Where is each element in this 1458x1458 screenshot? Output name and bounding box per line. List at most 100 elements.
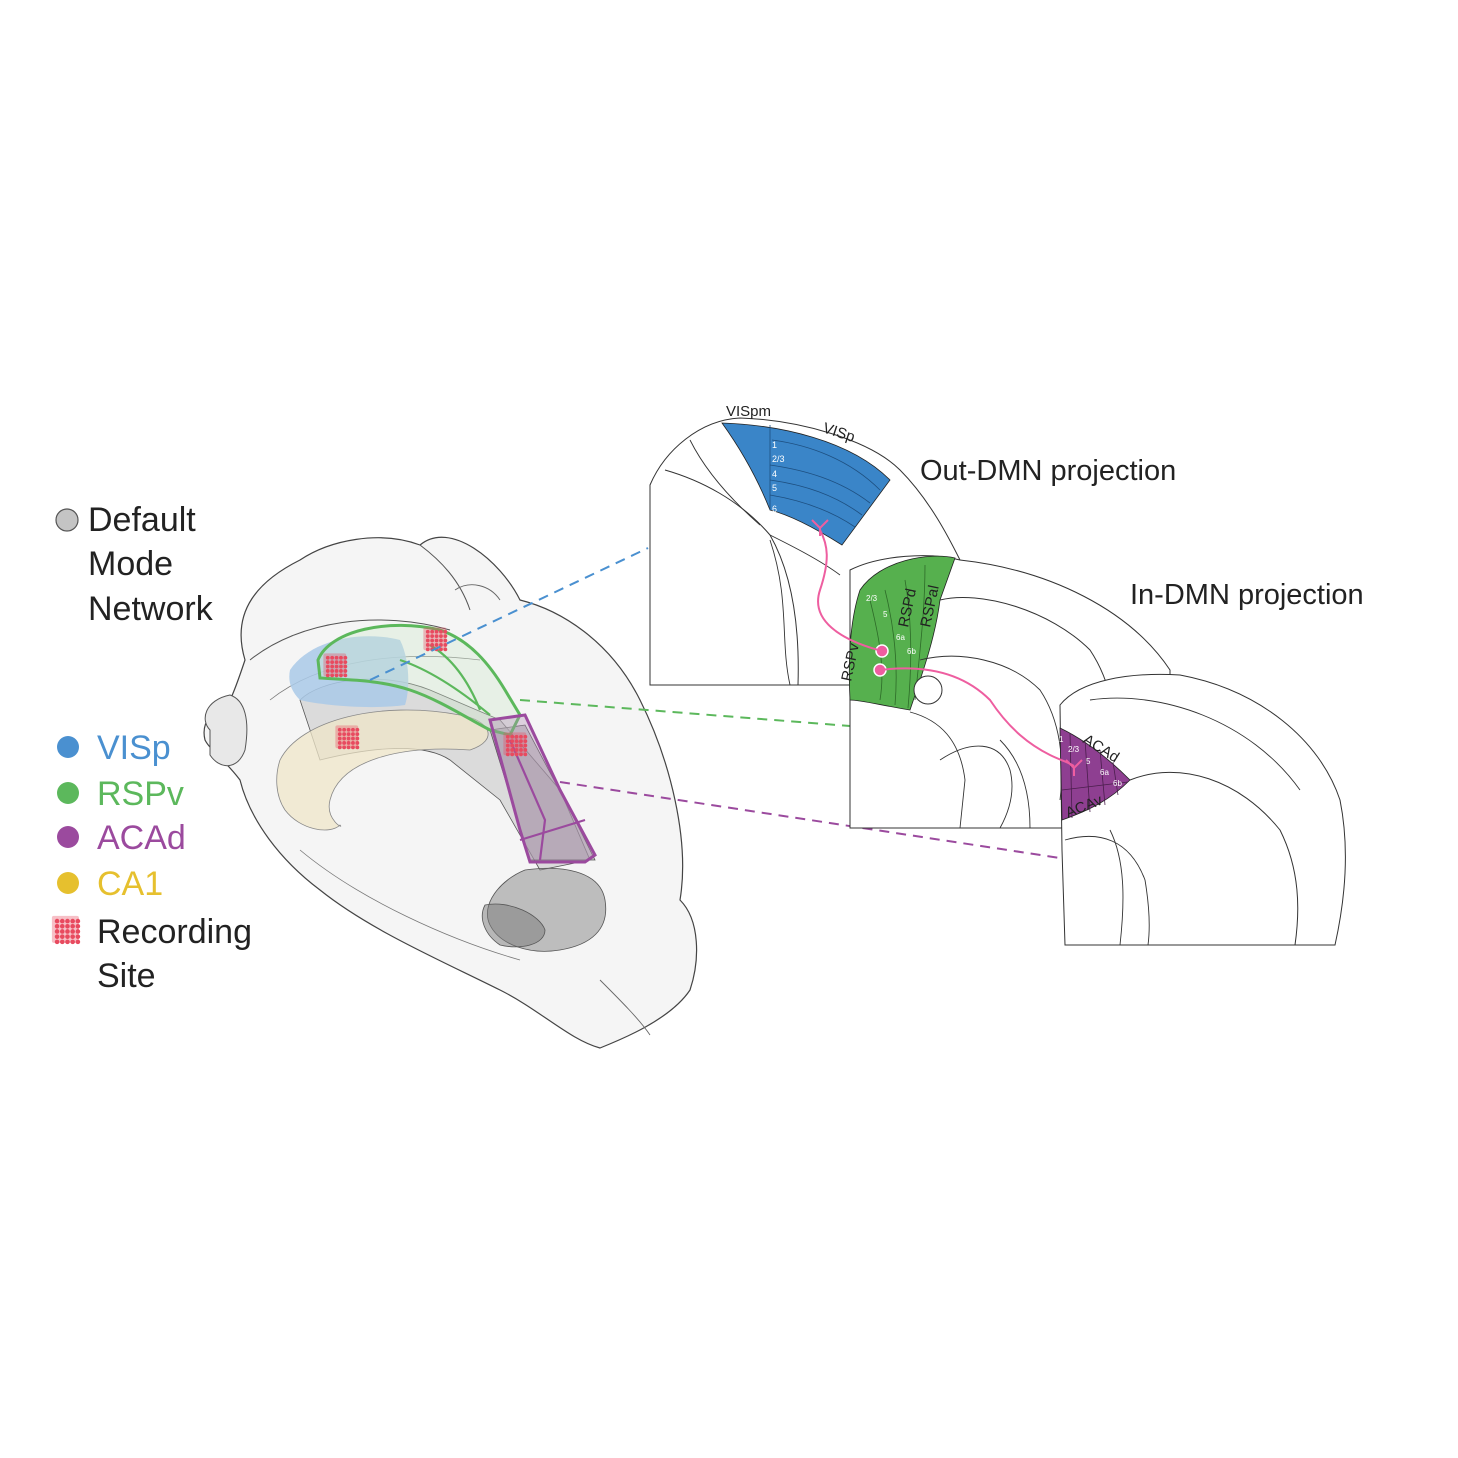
recording-electrode — [54, 939, 60, 945]
recording-electrode — [443, 629, 448, 634]
legend-swatch-visp — [57, 736, 79, 758]
rsp-layer-2 — [884, 589, 897, 706]
recording-electrode — [523, 734, 528, 739]
dmn-swatch — [55, 508, 79, 532]
recording-electrode — [425, 647, 430, 652]
recording-electrode — [334, 655, 339, 660]
recording-electrode — [334, 673, 339, 678]
recording-electrode — [342, 732, 347, 737]
recording-site-rsp — [423, 627, 448, 652]
aca-layer-4 — [1112, 761, 1119, 796]
recording-site-aca — [503, 732, 528, 757]
recording-electrode — [54, 923, 60, 929]
aca-inner-curve-2 — [1064, 836, 1150, 946]
recording-electrode — [510, 748, 515, 752]
recording-electrode — [346, 741, 351, 745]
recording-electrode — [519, 748, 523, 752]
recording-electrode — [337, 745, 342, 750]
title-out-dmn: Out-DMN projection — [920, 455, 1176, 487]
recording-electrode — [430, 629, 435, 634]
recording-electrode — [355, 732, 360, 737]
rsp-inner-curve-4 — [939, 745, 1013, 829]
legend-label-rspv: RSPv — [97, 775, 184, 813]
layer-label: 6b — [1113, 779, 1122, 788]
recording-electrode — [342, 745, 347, 750]
recording-electrode — [425, 634, 430, 639]
recording-electrode — [59, 918, 65, 924]
recording-electrode — [351, 727, 355, 732]
recording-electrode — [325, 655, 330, 660]
recording-electrode — [59, 934, 65, 939]
recording-electrode — [434, 643, 439, 647]
brain-posterior — [204, 694, 248, 767]
recording-electrode — [519, 734, 523, 739]
recording-electrode — [337, 736, 342, 741]
recording-electrode — [337, 727, 342, 732]
recording-electrode — [70, 918, 75, 924]
recording-electrode — [325, 669, 330, 673]
recording-electrode — [505, 734, 510, 739]
recording-electrode — [355, 741, 360, 745]
layer-label: 2/3 — [772, 454, 785, 464]
aca-layer-1 — [1069, 732, 1073, 819]
recording-electrode — [351, 736, 355, 741]
recording-electrode — [514, 743, 519, 748]
recording-electrode — [59, 929, 65, 934]
recording-electrode — [65, 918, 70, 924]
recording-electrode — [339, 660, 343, 665]
recording-site-swatch — [51, 915, 81, 945]
legend-swatch-rspv — [57, 782, 79, 804]
recording-electrode — [75, 939, 81, 945]
recording-electrode — [75, 918, 81, 924]
recording-electrode — [355, 745, 360, 750]
rspv-inner-1 — [399, 658, 491, 716]
visp-layer-line-4 — [769, 494, 856, 528]
visp-cortex — [721, 422, 891, 546]
recording-electrode — [519, 752, 523, 757]
recording-electrode — [343, 655, 348, 660]
layer-label: 1 — [1059, 735, 1064, 744]
rsp-inner-curve-3 — [909, 711, 966, 829]
recording-electrode — [439, 647, 443, 652]
recording-electrode — [514, 748, 519, 752]
recording-electrode — [505, 739, 510, 744]
legend-recording-line1: Recording — [97, 913, 252, 951]
aca-inner-curve-3 — [1109, 829, 1124, 946]
recording-electrode — [65, 923, 70, 929]
legend-label-visp: VISp — [97, 729, 171, 767]
recording-electrode — [330, 664, 335, 669]
recording-electrode — [325, 673, 330, 678]
legend-label-ca1: CA1 — [97, 865, 163, 903]
recording-electrode — [430, 634, 435, 639]
acad-inner-1 — [508, 739, 547, 861]
recording-electrode — [342, 741, 347, 745]
layer-label: 1 — [772, 440, 777, 450]
brain-fold-5 — [454, 584, 501, 601]
recording-electrode — [342, 727, 347, 732]
recording-electrode — [505, 748, 510, 752]
brain-fold-4 — [419, 544, 471, 611]
recording-electrode — [342, 736, 347, 741]
recording-electrode — [510, 739, 515, 744]
axon-in-dmn — [879, 667, 1075, 767]
recording-electrode — [505, 743, 510, 748]
recording-electrode — [75, 929, 81, 934]
recording-electrode — [325, 660, 330, 665]
recording-electrode — [355, 727, 360, 732]
recording-electrode — [59, 939, 65, 945]
aca-layer-2 — [1084, 739, 1091, 813]
recording-electrode — [443, 643, 448, 647]
recording-electrode — [65, 934, 70, 939]
layer-label: 2/3 — [1068, 745, 1080, 754]
recording-electrode — [343, 669, 348, 673]
recording-electrode — [505, 752, 510, 757]
recording-electrode — [351, 732, 355, 737]
layer-label: 5 — [883, 610, 888, 619]
layer-label: 5 — [772, 483, 777, 493]
recording-electrode — [514, 734, 519, 739]
recording-electrode — [75, 923, 81, 929]
